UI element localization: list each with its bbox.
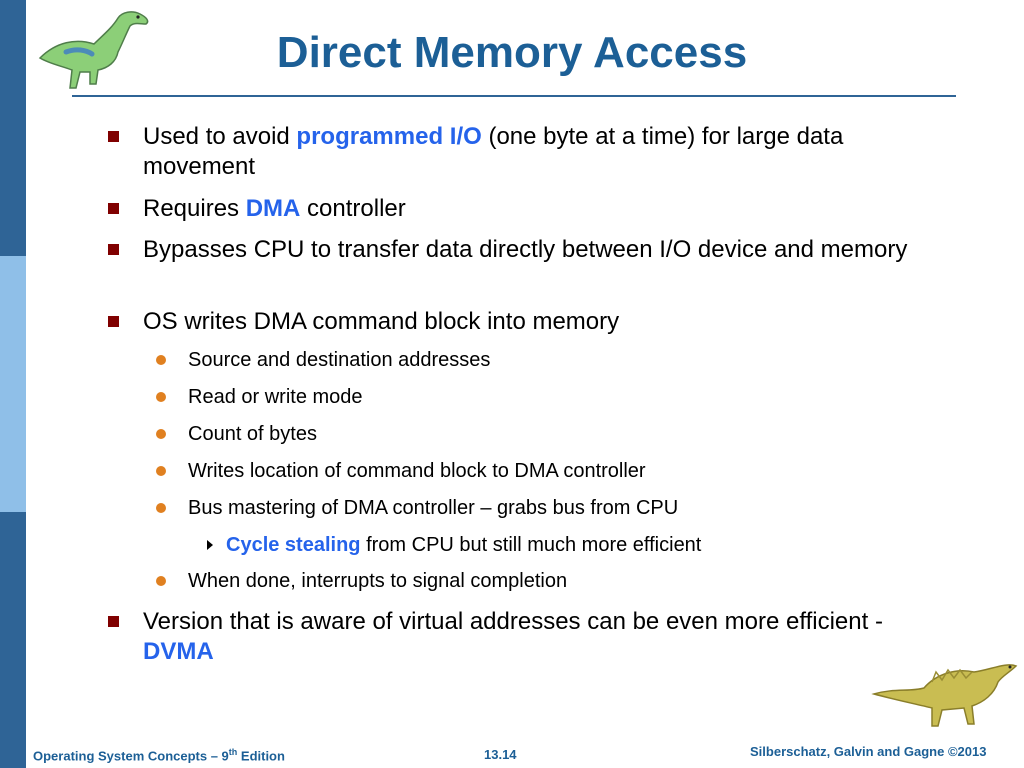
dot-bullet-icon xyxy=(156,576,166,586)
bullet-text: Version that is aware of virtual address… xyxy=(143,608,883,635)
highlight-term: Cycle stealing xyxy=(226,534,361,556)
highlight-term: DMA xyxy=(245,195,301,222)
sidebar-strip-middle xyxy=(0,256,26,512)
bullet-item-5: Version that is aware of virtual address… xyxy=(108,607,943,667)
footer-book-title: Operating System Concepts – 9th Edition xyxy=(33,747,285,764)
bullet-text: Read or write mode xyxy=(188,386,363,408)
square-bullet-icon xyxy=(108,131,119,142)
footer-copyright: Silberschatz, Galvin and Gagne ©2013 xyxy=(750,744,987,759)
square-bullet-icon xyxy=(108,244,119,255)
dot-bullet-icon xyxy=(156,429,166,439)
bullet-item-4: OS writes DMA command block into memory xyxy=(108,307,943,337)
sidebar-strip-bottom xyxy=(0,512,26,768)
dot-bullet-icon xyxy=(156,503,166,513)
bullet-item-2: Requires DMA controller xyxy=(108,194,943,224)
square-bullet-icon xyxy=(108,316,119,327)
footer-page-number: 13.14 xyxy=(484,747,517,762)
dot-bullet-icon xyxy=(156,466,166,476)
bullet-text: Count of bytes xyxy=(188,423,317,445)
bullet-text: When done, interrupts to signal completi… xyxy=(188,570,568,592)
bullet-item-1: Used to avoid programmed I/O (one byte a… xyxy=(108,122,943,182)
bullet-text: Bypasses CPU to transfer data directly b… xyxy=(143,236,908,263)
dinosaur-crawling-icon xyxy=(871,664,1018,727)
bullet-text: Source and destination addresses xyxy=(188,349,491,371)
dot-bullet-icon xyxy=(156,355,166,365)
bullet-text: Used to avoid xyxy=(143,123,297,150)
bullet-text: Writes location of command block to DMA … xyxy=(188,460,646,482)
dot-bullet-icon xyxy=(156,392,166,402)
highlight-term: programmed I/O xyxy=(296,123,482,150)
bullet-text: Requires xyxy=(143,195,246,222)
sub-bullet-item-6: When done, interrupts to signal completi… xyxy=(156,569,928,593)
slide-footer: Operating System Concepts – 9th Edition … xyxy=(0,738,1024,768)
slide-title: Direct Memory Access xyxy=(276,28,748,77)
sidebar-strip-top xyxy=(0,0,26,256)
bullet-text: from CPU but still much more efficient xyxy=(360,534,702,556)
sub-bullet-item-3: Count of bytes xyxy=(156,422,928,446)
triangle-bullet-icon xyxy=(207,540,213,550)
bullet-text: (one byte at a time) for large data move… xyxy=(143,123,844,180)
highlight-term: DVMA xyxy=(143,638,214,665)
sub-bullet-item-4: Writes location of command block to DMA … xyxy=(156,459,928,483)
dinosaur-icon xyxy=(38,11,149,89)
bullet-text: OS writes DMA command block into memory xyxy=(143,308,620,335)
bullet-item-3: Bypasses CPU to transfer data directly b… xyxy=(108,235,943,265)
slide-content: Used to avoid programmed I/O (one byte a… xyxy=(108,122,943,667)
sub-bullet-item-5: Bus mastering of DMA controller – grabs … xyxy=(156,496,928,520)
bullet-text: Bus mastering of DMA controller – grabs … xyxy=(188,497,679,519)
square-bullet-icon xyxy=(108,203,119,214)
square-bullet-icon xyxy=(108,616,119,627)
sub-sub-bullet-item-1: Cycle stealing from CPU but still much m… xyxy=(207,533,926,557)
sub-bullet-item-2: Read or write mode xyxy=(156,385,928,409)
bullet-text: controller xyxy=(300,195,406,222)
title-divider xyxy=(72,95,956,97)
sub-bullet-item-1: Source and destination addresses xyxy=(156,348,928,372)
